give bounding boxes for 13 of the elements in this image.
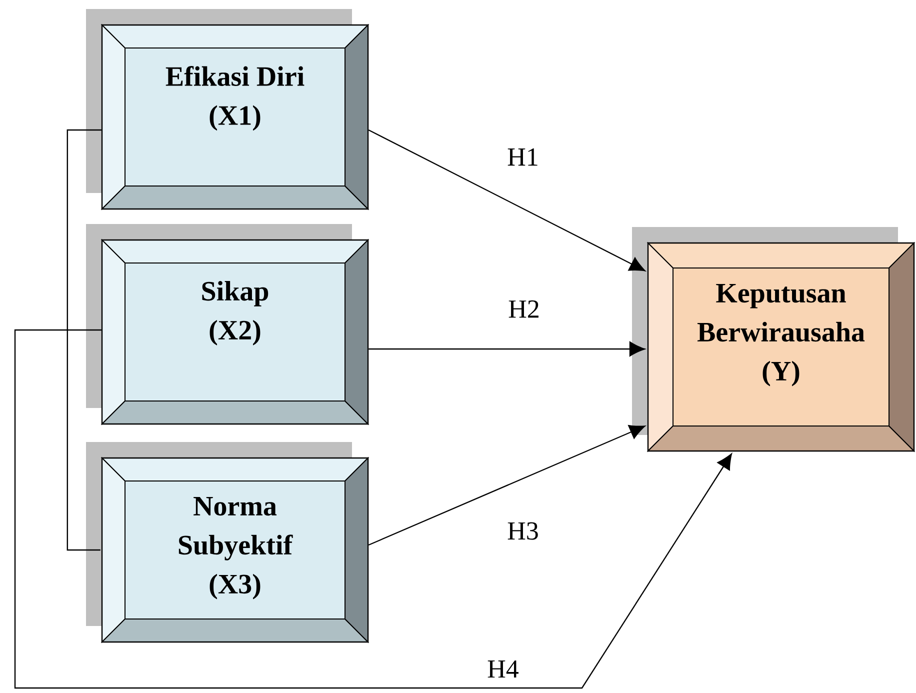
variable-box: Norma Subyektif (X3) <box>86 442 370 644</box>
variable-box: Efikasi Diri (X1) <box>86 9 370 210</box>
arrow <box>368 425 646 546</box>
edge-label: H1 <box>506 147 540 167</box>
variable-box: Keputusan Berwirausaha (Y) <box>632 227 916 452</box>
arrow <box>368 342 645 356</box>
connector-line <box>66 129 102 551</box>
arrow <box>368 129 646 272</box>
variable-box: Sikap (X2) <box>86 224 370 426</box>
edge-label: H2 <box>507 299 541 319</box>
edge-label: H4 <box>486 659 520 679</box>
arrow <box>14 329 732 689</box>
edge-label: H3 <box>506 521 540 541</box>
